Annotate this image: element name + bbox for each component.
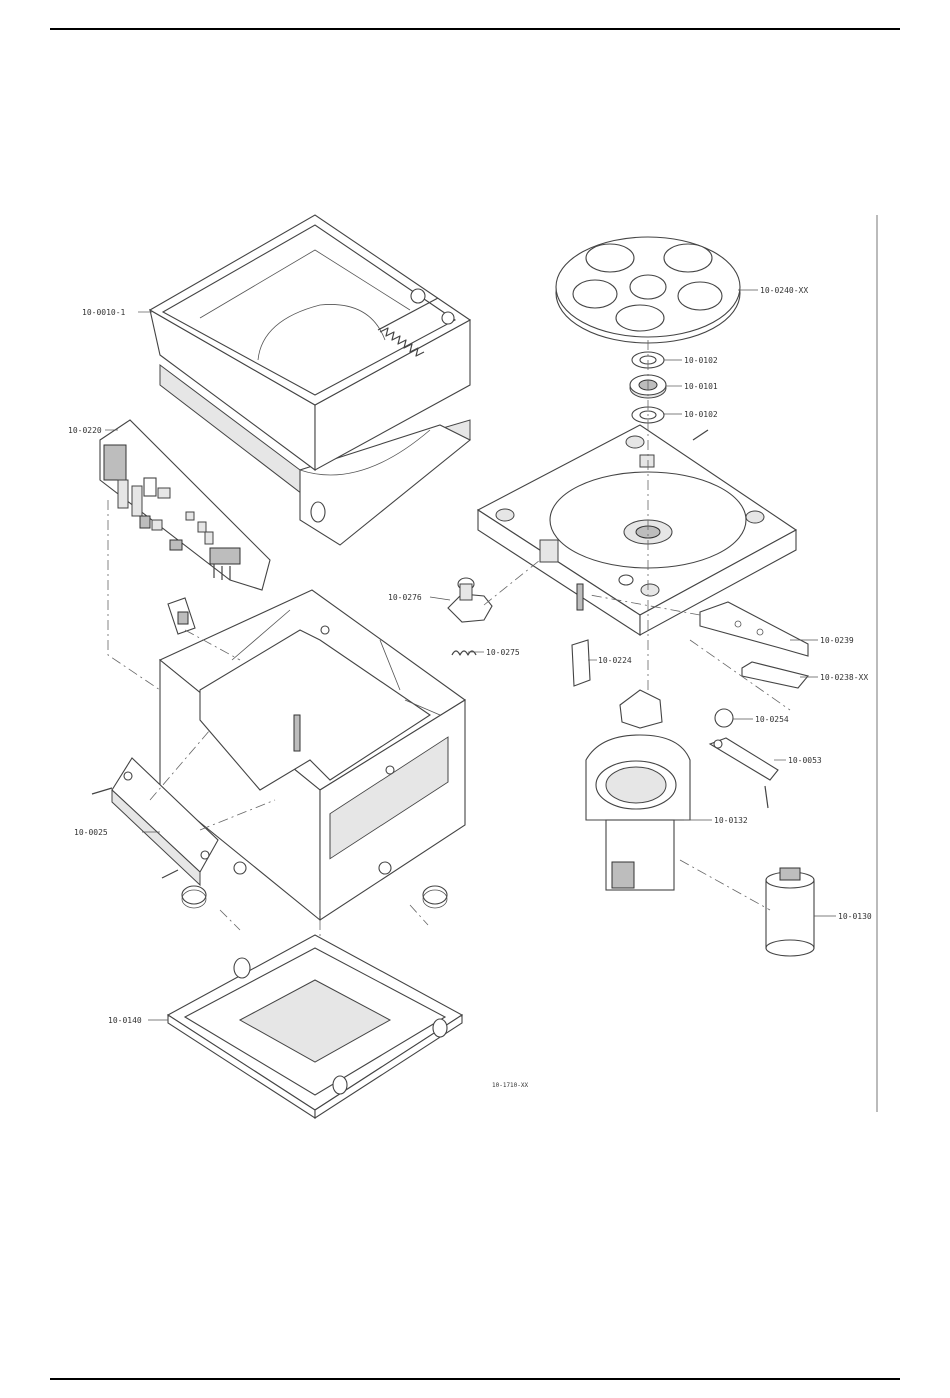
disc-drawing [556, 237, 740, 343]
label-ball: 10-0254 [755, 715, 789, 724]
knife-drawing [742, 662, 808, 688]
label-knife: 10-0238-XX [820, 673, 868, 682]
base-tray-drawing [168, 935, 462, 1118]
label-spring: 10-0275 [486, 648, 520, 657]
gear-motor-drawing [586, 690, 690, 890]
label-hopper: 10-0010-1 [82, 308, 126, 317]
label-washer-top: 10-0102 [684, 356, 718, 365]
label-gear-motor: 10-0132 [714, 816, 748, 825]
drawing-number: 10-1710-XX [492, 1082, 529, 1089]
label-disc: 10-0240-XX [760, 286, 808, 295]
label-capacitor: 10-0130 [838, 912, 872, 921]
ball-drawing [715, 709, 733, 727]
label-bearing: 10-0101 [684, 382, 718, 391]
chassis-drawing [160, 590, 465, 920]
label-bracket: 10-0025 [74, 828, 108, 837]
star-wheel-drawing [448, 578, 492, 622]
label-star-wheel: 10-0276 [388, 593, 422, 602]
rail-drawing [700, 602, 808, 656]
label-washer-bottom: 10-0102 [684, 410, 718, 419]
spring-drawing [452, 651, 476, 655]
label-base-tray: 10-0140 [108, 1016, 142, 1025]
sensor-plate-drawing [572, 640, 590, 686]
switch-drawing [168, 598, 195, 634]
label-sensor-plate: 10-0224 [598, 656, 632, 665]
capacitor-drawing [766, 868, 814, 956]
label-control-board: 10-0220 [68, 426, 102, 435]
label-lever: 10-0053 [788, 756, 822, 765]
lever-drawing [710, 738, 778, 808]
label-rail: 10-0239 [820, 636, 854, 645]
